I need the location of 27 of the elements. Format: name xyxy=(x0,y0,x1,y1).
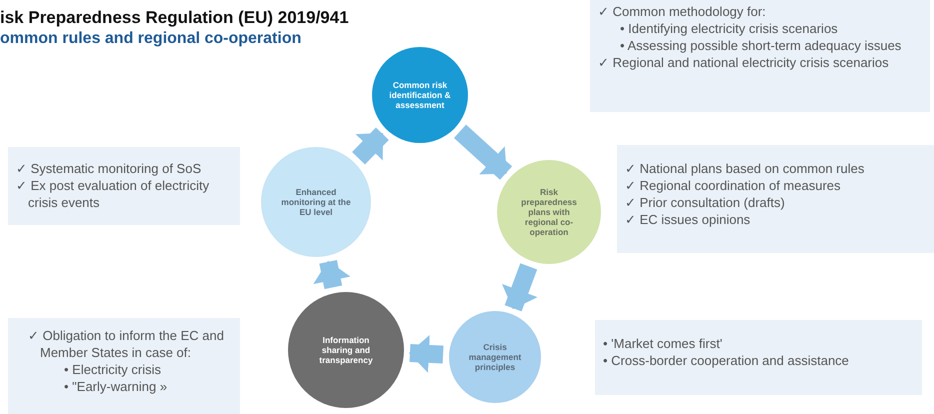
block-arrow xyxy=(454,124,512,180)
list-item: • Identifying electricity crisis scenarios xyxy=(620,20,839,38)
circle-label: Information sharing and transparency xyxy=(318,334,374,366)
list-item: • Assessing possible short-term adequacy issues xyxy=(620,38,902,55)
list-item: ✓ Regional coordination of measures xyxy=(625,178,842,195)
block-arrow xyxy=(352,127,389,165)
circle-label: Enhanced monitoring at the EU level xyxy=(281,186,351,218)
list-item: • Electricity crisis xyxy=(64,362,162,379)
list-item: ✓ Common methodology for: xyxy=(598,4,767,21)
list-item: ✓ Obligation to inform the EC and Member States in case of: xyxy=(28,328,225,362)
list-item: ✓ Ex post evaluation of electricity crisis events xyxy=(16,178,210,212)
circle-label: Crisis management principles xyxy=(468,342,522,372)
list-item: • Cross-border cooperation and assistance xyxy=(603,352,850,370)
diagram-title: isk Preparedness Regulation (EU) 2019/941 xyxy=(0,8,349,28)
list-item: ✓ Regional and national electricity crisis scenarios xyxy=(598,54,890,72)
block-arrow xyxy=(408,334,444,373)
block-arrow xyxy=(502,263,538,312)
list-item: • 'Market comes first' xyxy=(603,336,724,353)
circle-label: Common risk identification & assessment xyxy=(388,80,452,110)
diagram-subtitle: ommon rules and regional co-operation xyxy=(0,30,302,48)
block-arrow xyxy=(313,260,351,290)
list-item: ✓ Prior consultation (drafts) xyxy=(625,194,786,212)
list-item: ✓ EC issues opinions xyxy=(625,212,752,229)
list-item: • "Early-warning » xyxy=(64,378,168,396)
list-item: ✓ Systematic monitoring of SoS xyxy=(16,161,202,178)
circle-label: Risk preparedness plans with regional co-operation xyxy=(520,186,578,238)
list-item: ✓ National plans based on common rules xyxy=(625,161,866,178)
